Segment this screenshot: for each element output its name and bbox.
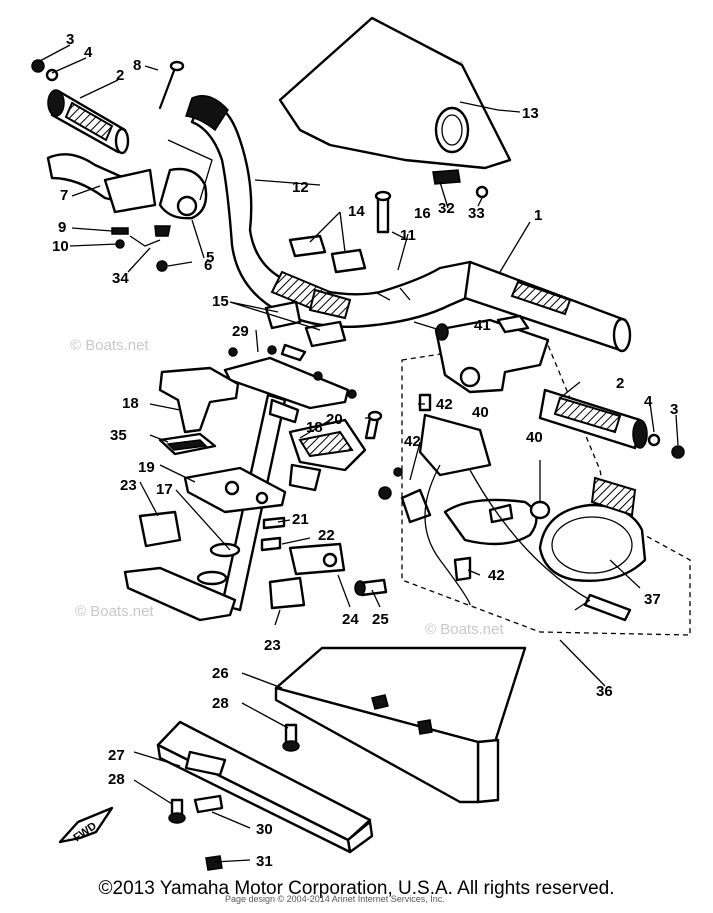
bolt-8 [158,60,185,110]
throttle-lever [46,139,213,220]
callout-9: 9 [58,219,66,236]
bolt-16 [374,190,392,234]
ring-34 [158,432,217,456]
callout-8: 8 [133,57,141,74]
watermark: © Boats.net [75,603,154,620]
right-grip-tube [463,260,632,353]
callout-11: 11 [400,227,416,244]
callout-29: 29 [232,323,249,340]
leader-lines [37,44,679,863]
callout-1: 1 [534,207,542,224]
callout-10: 10 [52,238,69,255]
callout-23-bottom: 23 [264,637,281,654]
switch-assembly [378,314,691,636]
callout-14: 14 [348,203,365,220]
bolt-25 [354,578,388,597]
callout-35: 34 [112,270,129,287]
callout-24: 24 [342,611,359,628]
callout-39-right: 40 [526,429,543,446]
callout-21: 21 [292,511,309,528]
bolt-28 [168,723,300,824]
callout-26: 26 [212,665,229,682]
upper-holders [288,234,367,274]
windshield-cover [278,16,512,199]
callout-31: 31 [256,853,273,870]
clip-21-22 [260,516,346,576]
callout-28-bottom: 28 [108,771,125,788]
bolt-20 [364,410,383,440]
callout-5: 5 [206,249,214,266]
callout-18-right: 18 [306,419,323,436]
callout-27: 27 [108,747,125,764]
callout-33: 33 [468,205,485,222]
callout-36: 36 [596,683,613,700]
callout-2-right: 2 [616,375,624,392]
callout-4-right: 4 [644,393,653,410]
copyright-notice: ©2013 Yamaha Motor Corporation, U.S.A. A… [98,878,615,899]
callout-34: 35 [110,427,127,444]
callout-42: 42 [488,567,505,584]
left-grip [47,89,130,155]
plate-19 [183,466,287,514]
left-end-screw [31,59,59,82]
clamp-23 [138,510,306,610]
callout-25: 25 [372,611,389,628]
callout-18-left: 18 [122,395,139,412]
callout-4: 4 [84,44,93,61]
column-bracket-right [288,418,367,492]
callout-13: 13 [522,105,539,122]
callout-28-top: 28 [212,695,229,712]
callout-20: 20 [326,411,343,428]
callout-22: 22 [318,527,335,544]
callout-40: 41 [474,317,491,334]
callout-41-mid: 42 [404,433,421,450]
small-hardware-left [111,225,171,272]
diagram-credit: Page design © 2004-2014 Arinet Internet … [225,894,445,904]
steering-plate [223,343,357,410]
watermark: © Boats.net [425,621,504,638]
column-bracket-left [158,366,240,434]
callout-7: 7 [60,187,68,204]
callout-3-right: 3 [670,401,678,418]
right-grip [538,388,685,459]
watermark: © Boats.net [70,337,149,354]
callout-37: 37 [644,591,661,608]
callout-15: 15 [212,293,229,310]
callout-19: 19 [138,459,155,476]
fwd-arrow: FWD [58,806,114,844]
callout-23-top: 23 [120,477,137,494]
callout-17: 17 [156,481,173,498]
callout-3: 3 [66,31,74,48]
bracket-26 [274,646,527,804]
nut-30-31 [205,855,223,871]
callout-16: 16 [414,205,431,222]
callout-32: 32 [438,200,455,217]
switch-cover [538,476,647,582]
callout-30: 30 [256,821,273,838]
callout-12: 12 [292,179,309,196]
callout-41-top: 42 [436,396,453,413]
callout-39-top: 40 [472,404,489,421]
callout-6-left: 6 [204,257,212,274]
callout-numbers: 3 4 2 8 7 9 10 34 6 5 12 13 14 16 32 33 … [52,31,678,870]
callout-2: 2 [116,67,124,84]
bracket-27 [156,720,374,854]
